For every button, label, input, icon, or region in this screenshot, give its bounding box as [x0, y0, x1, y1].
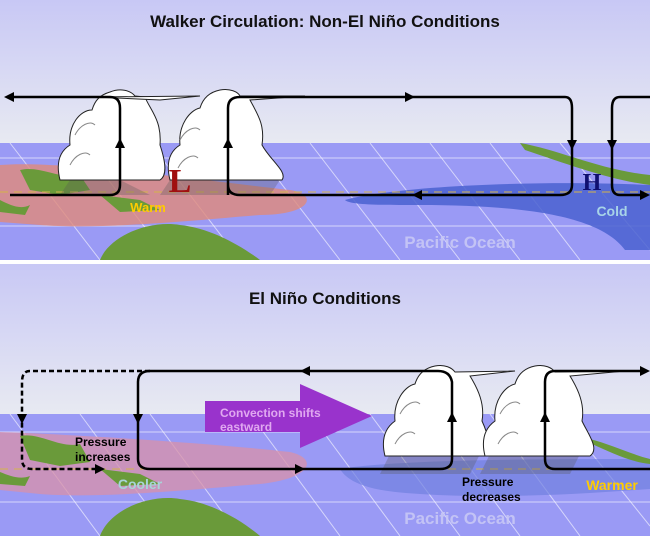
panel-title: Walker Circulation: Non-El Niño Conditio…: [150, 12, 500, 31]
arrowhead-east-icon: [95, 464, 105, 474]
convection-cloud-1: [57, 89, 201, 181]
flow-arrowheads: [17, 366, 650, 474]
arrowhead-up-icon: [223, 138, 233, 148]
arrowhead-east-icon: [640, 366, 650, 376]
arrowhead-east-icon: [295, 464, 305, 474]
arrowhead-west-icon: [300, 366, 310, 376]
flow-arrowheads: [4, 92, 650, 200]
cloud-shadow: [160, 180, 280, 195]
arrowhead-up-icon: [115, 138, 125, 148]
cloud-texture: [394, 401, 521, 445]
arrowhead-west-icon: [4, 92, 14, 102]
weakened-circulation-dashed: [20, 369, 150, 471]
high-pressure-marker: H: [583, 170, 602, 196]
convection-label-line2: eastward: [220, 420, 272, 434]
pressure-decreases-line2: decreases: [462, 490, 521, 504]
walker-circulation-loops: [136, 369, 650, 471]
cloud-texture: [69, 122, 201, 169]
warmer-label: Warmer: [586, 477, 638, 493]
ocean-label: Pacific Ocean: [404, 233, 516, 252]
convection-shift-arrow: Convection shifts eastward: [205, 384, 372, 448]
arrowhead-east-icon: [640, 190, 650, 200]
arrowhead-down-icon: [17, 414, 27, 424]
arrowhead-up-icon: [540, 412, 550, 422]
convection-cloud-1: [382, 365, 516, 457]
convection-cloud-2: [167, 89, 306, 181]
land-masses: [0, 143, 650, 260]
convection-label-line1: Convection shifts: [220, 406, 321, 420]
panel-el-nino: Convection shifts eastward El Niño Condi…: [0, 264, 650, 536]
arrowhead-down-icon: [607, 140, 617, 150]
arrowhead-east-icon: [405, 92, 415, 102]
land-masses: [0, 435, 650, 536]
arrowhead-down-icon: [133, 414, 143, 424]
cooler-label: Cooler: [118, 476, 163, 492]
arrowhead-west-icon: [412, 190, 422, 200]
convection-cloud-2: [482, 365, 626, 457]
warm-label: Warm: [130, 200, 166, 215]
cloud-shadow: [380, 454, 480, 474]
panel-title: El Niño Conditions: [249, 289, 401, 308]
ocean-label: Pacific Ocean: [404, 509, 516, 528]
arrowhead-down-icon: [567, 140, 577, 150]
el-nino-diagram: Convection shifts eastward El Niño Condi…: [0, 264, 650, 536]
cloud-shadow: [60, 180, 150, 195]
pressure-increases-line1: Pressure: [75, 435, 127, 449]
pressure-increases-line2: increases: [75, 450, 131, 464]
cold-tongue: [345, 183, 650, 250]
cold-label: Cold: [596, 203, 627, 219]
arrowhead-up-icon: [447, 412, 457, 422]
non-el-nino-diagram: Walker Circulation: Non-El Niño Conditio…: [0, 0, 650, 260]
low-pressure-marker: L: [169, 163, 192, 200]
panel-non-el-nino: Walker Circulation: Non-El Niño Conditio…: [0, 0, 650, 260]
cloud-shadow: [480, 454, 580, 474]
pressure-decreases-line1: Pressure: [462, 475, 514, 489]
